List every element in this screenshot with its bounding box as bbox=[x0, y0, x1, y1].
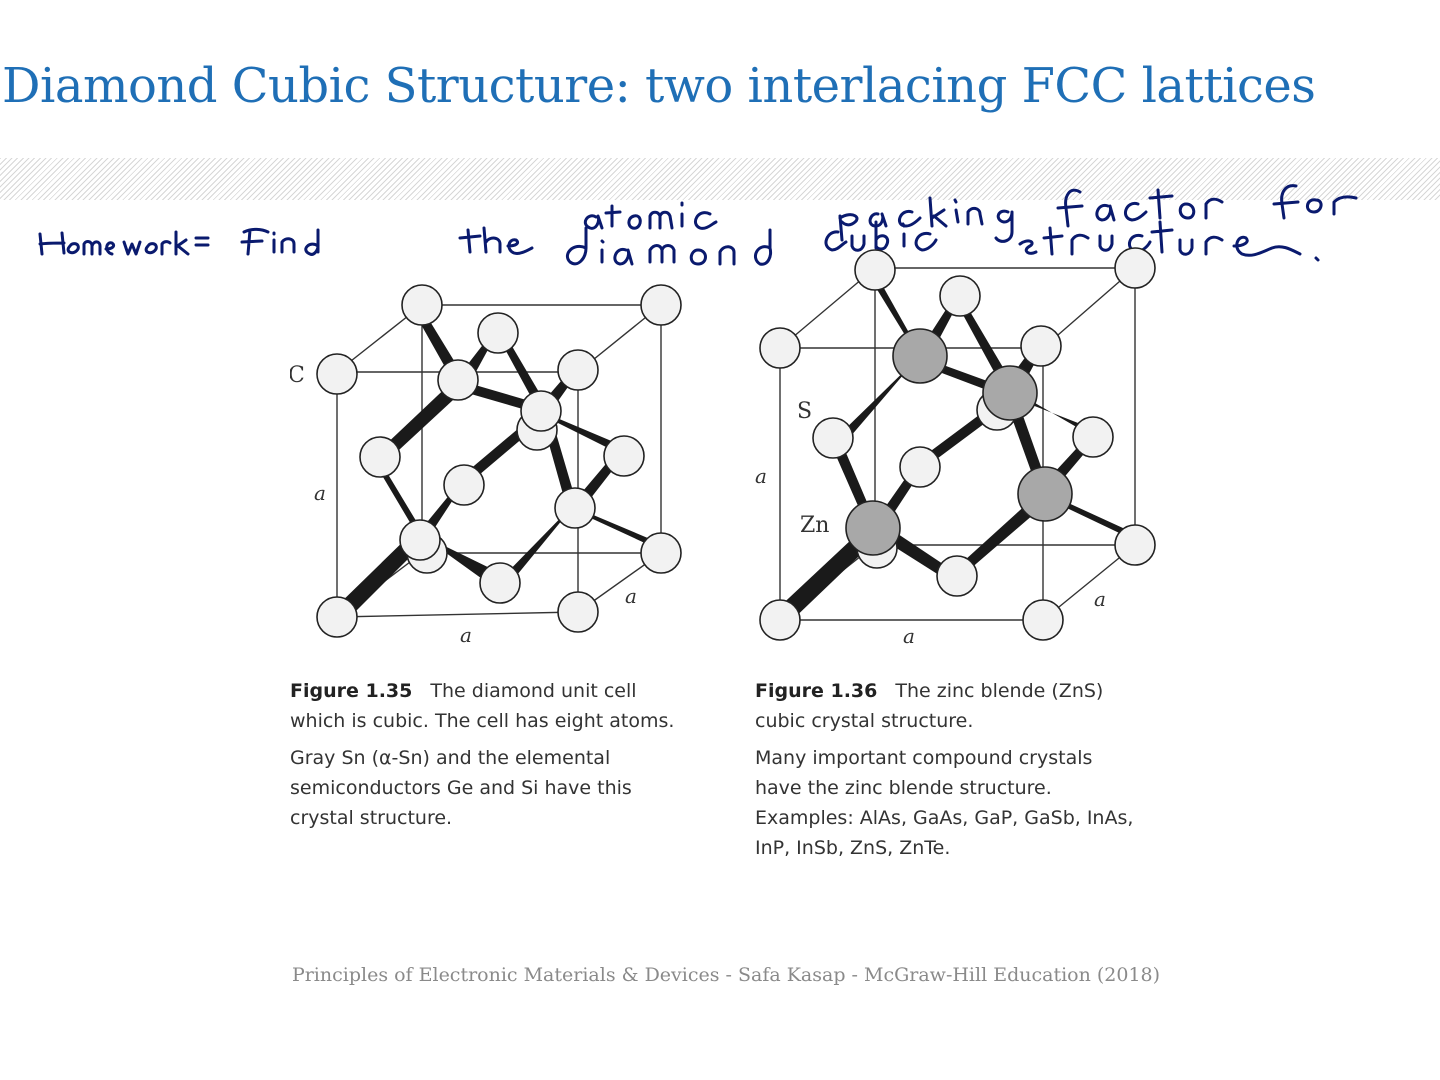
figure-label: Figure 1.35 bbox=[290, 680, 413, 702]
caption-note: Gray Sn (α-Sn) and the elemental semicon… bbox=[290, 747, 632, 829]
diamond-unit-cell-figure: C a a a bbox=[290, 284, 682, 647]
hatch-divider bbox=[0, 158, 1440, 200]
bond bbox=[333, 531, 424, 622]
source-citation: Principles of Electronic Materials & Dev… bbox=[291, 964, 1161, 986]
atom bbox=[316, 596, 358, 638]
figure-label: Figure 1.36 bbox=[755, 680, 878, 702]
caption-note: Many important compound crystals have th… bbox=[755, 747, 1134, 859]
edge-label-depth: a bbox=[625, 584, 637, 608]
atom-label-s: S bbox=[797, 399, 812, 424]
edge-label-bottom: a bbox=[903, 624, 915, 648]
edge-label-bottom: a bbox=[460, 623, 472, 647]
zinc-blende-figure: S Zn a a a bbox=[755, 247, 1156, 648]
handwritten-note bbox=[38, 184, 1358, 266]
atom-label-zn: Zn bbox=[800, 513, 829, 538]
caption-text: The diamond unit cell which is cubic. Th… bbox=[290, 680, 675, 732]
slide-title: Diamond Cubic Structure: two interlacing… bbox=[2, 58, 1316, 114]
cube-edge bbox=[336, 611, 579, 618]
zn-atom bbox=[892, 328, 948, 384]
atom-label-c: C bbox=[290, 363, 305, 388]
edge-label-depth: a bbox=[1094, 587, 1106, 611]
caption-text: The zinc blende (ZnS) cubic crystal stru… bbox=[755, 680, 1104, 732]
edge-label-vertical: a bbox=[755, 464, 767, 488]
edge-label-vertical: a bbox=[314, 481, 326, 505]
